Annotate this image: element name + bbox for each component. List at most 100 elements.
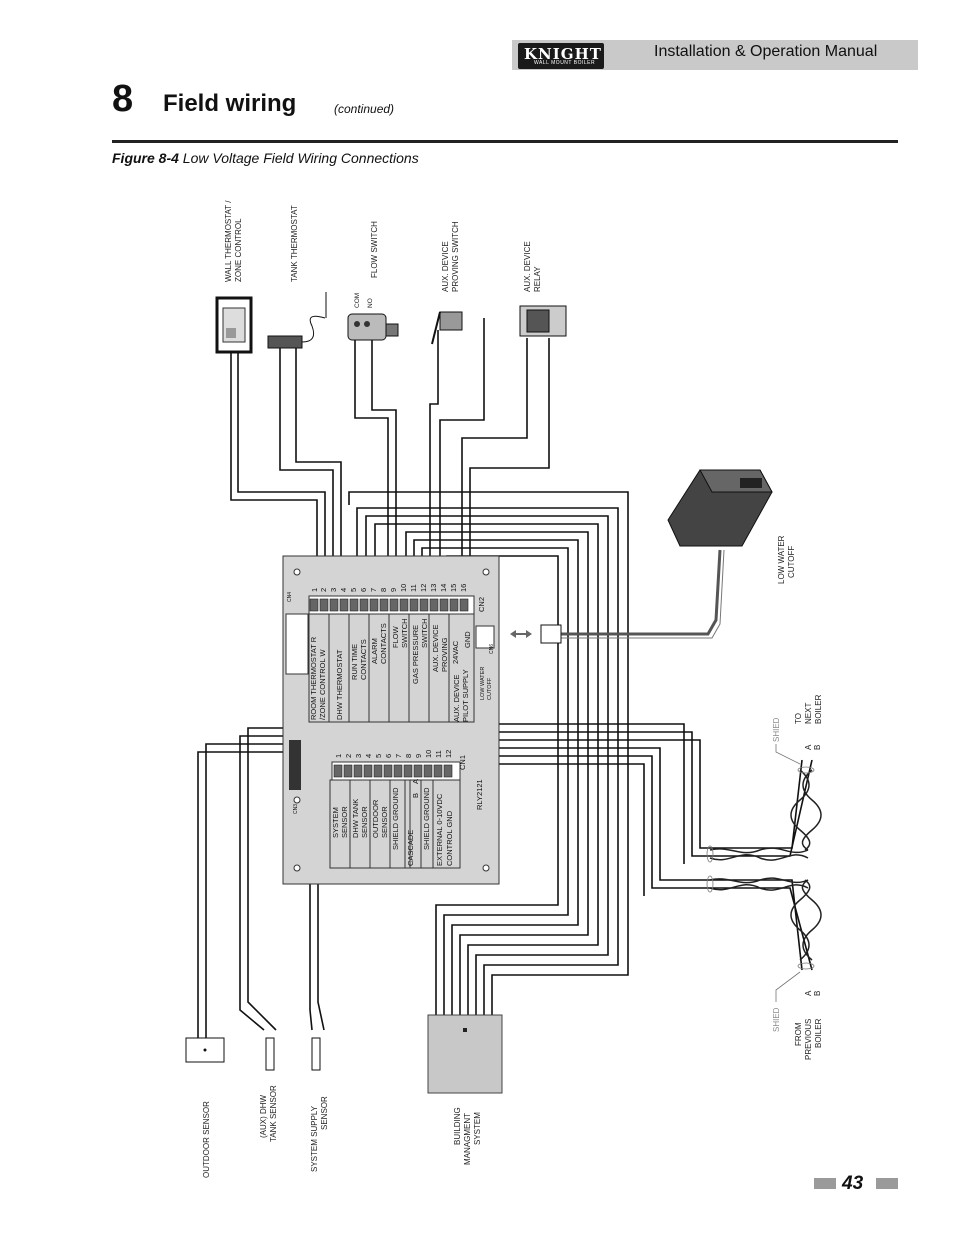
cn2-pin: 5 [349,588,358,592]
cn2-terminal-blocks [309,598,469,612]
cn1-pin: 11 [434,750,443,758]
flow-switch-label: FLOW SWITCH [370,221,379,278]
cn1-pin: 1 [334,754,343,758]
cn2-label: CN2 [477,597,486,612]
cn2-pin: 13 [429,584,438,592]
prev-a-label: A [804,990,813,996]
cn2-pin: 4 [339,588,348,592]
cn4-label: CN4 [287,592,293,602]
cn2-pin: 9 [389,588,398,592]
aux-proving-label-1: AUX. DEVICE [441,241,450,292]
from-prev-label-3: BOILER [814,1018,823,1048]
shield-prev-label: SHIED [772,1007,781,1032]
control-board [282,555,500,885]
run-time-label: RUN TIME [350,644,359,680]
twisted-pair-previous [709,877,822,961]
from-prev-label-1: FROM [794,1022,803,1046]
cn2-pin: 2 [319,588,328,592]
cn6-label: CN6 [489,644,495,654]
section-rule [112,140,898,143]
to-next-label-1: TO [794,713,803,724]
shield-leaders [706,744,815,1002]
figure-caption: Figure 8-4 Low Voltage Field Wiring Conn… [112,150,419,166]
cn2-pin: 3 [329,588,338,592]
wall-thermostat-label-2: ZONE CONTROL [234,218,243,282]
cn2-pin: 1 [310,588,319,592]
dhw-tank-sensor-label: SENSOR [360,806,369,838]
cn2-pin: 11 [409,584,418,592]
manual-title: Installation & Operation Manual [654,43,878,60]
page-number: 43 [842,1173,864,1194]
control-gnd-label: CONTROL GND [445,810,454,866]
gas-pressure-switch-label: SWITCH [420,618,429,648]
cn1-pin: 3 [354,754,363,758]
cascade-label: CASCADE [406,830,415,866]
cn1-pin: 12 [444,750,453,758]
rly-label: RLY2121 [475,779,484,810]
logo-text: KNIGHT [524,45,602,63]
alarm-label: ALARM [370,638,379,664]
shield-ground-2-label: SHIELD GROUND [422,787,431,850]
cn1-function-labels: SYSTEM SENSOR DHW TANK SENSOR OUTDOOR SE… [331,755,484,866]
outdoor-sensor-device [185,1037,225,1063]
lwco-label-1: LOW WATER [777,535,786,584]
bms-label-1: BUILDING [453,1107,462,1145]
outdoor-sensor-label: OUTDOOR SENSOR [202,1101,211,1178]
from-prev-label-2: PREVIOUS [804,1019,813,1060]
flow-switch-device [347,313,399,341]
section-number: 8 [112,78,134,120]
section-title: Field wiring [163,90,297,117]
cn2-pin: 16 [459,584,468,592]
dhw-sensor-label-2: TANK SENSOR [269,1085,278,1142]
dhw-sensor-label-1: (AUX) DHW [259,1094,268,1138]
cn2-pin: 15 [449,584,458,592]
twisted-pair-next [709,769,822,861]
cn2-function-labels: ROOM THERMOSTAT R /ZONE CONTROL W DHW TH… [287,592,495,814]
cn1-pin: 2 [344,754,353,758]
aux-proving-label: PROVING [440,637,449,672]
outdoor-sensor-board-label: SENSOR [380,806,389,838]
supply-sensor-label-1: SYSTEM SUPPLY [310,1105,319,1172]
bms-device [427,1014,503,1094]
cn2-pin: 14 [439,584,448,592]
cn1-pin: 9 [414,754,423,758]
tank-thermostat-label: TANK THERMOSTAT [290,205,299,282]
gnd-label: GND [463,631,472,648]
dhw-tank-sensor-probe [265,1037,275,1071]
to-next-label-2: NEXT [804,703,813,724]
footer-bar-left [814,1178,836,1189]
cn1-pin: 4 [364,754,373,758]
logo-tagline: WALL MOUNT BOILER [534,60,596,66]
system-label: SYSTEM [331,807,340,838]
aux-proving-label-2: PROVING SWITCH [451,221,460,292]
flow-switch-label: SWITCH [400,618,409,648]
next-a-label: A [804,744,813,750]
shield-next-label: SHIED [772,717,781,742]
figure-caption-text: Low Voltage Field Wiring Connections [182,150,419,166]
flow-no-label: NO [367,298,374,308]
shield-ground-label: SHIELD GROUND [391,787,400,850]
cn1-pin-numbers: 1 2 3 4 5 6 7 8 9 10 11 12 [334,750,453,758]
external-0-10vdc-label: EXTERNAL 0-10VDC [435,793,444,866]
flow-com-label: COM [354,293,361,308]
lwco-connector [510,624,562,644]
lwco-board-label: LOW WATER [480,667,486,700]
run-time-contacts-label: CONTACTS [359,639,368,680]
aux-device-pilot-label: AUX. DEVICE [452,674,461,722]
aux-relay-label-2: RELAY [533,266,542,292]
cascade-b-label: B [411,793,420,798]
aux-proving-switch-device [431,311,463,345]
cn2-pin: 10 [399,584,408,592]
footer-bar-right [876,1178,898,1189]
cn1-pin: 6 [384,754,393,758]
dhw-tank-label: DHW TANK [351,799,360,838]
cn2-pin: 8 [379,588,388,592]
brand-logo: KNIGHT WALL MOUNT BOILER [518,43,604,69]
dhw-thermostat-label: DHW THERMOSTAT [335,649,344,720]
low-water-cutoff-device [667,469,773,547]
pilot-supply-label: PILOT SUPPLY [461,669,470,722]
cn1-pin: 8 [404,754,413,758]
cn1-pin: 10 [424,750,433,758]
room-thermostat-r-label: ROOM THERMOSTAT R [309,636,318,720]
